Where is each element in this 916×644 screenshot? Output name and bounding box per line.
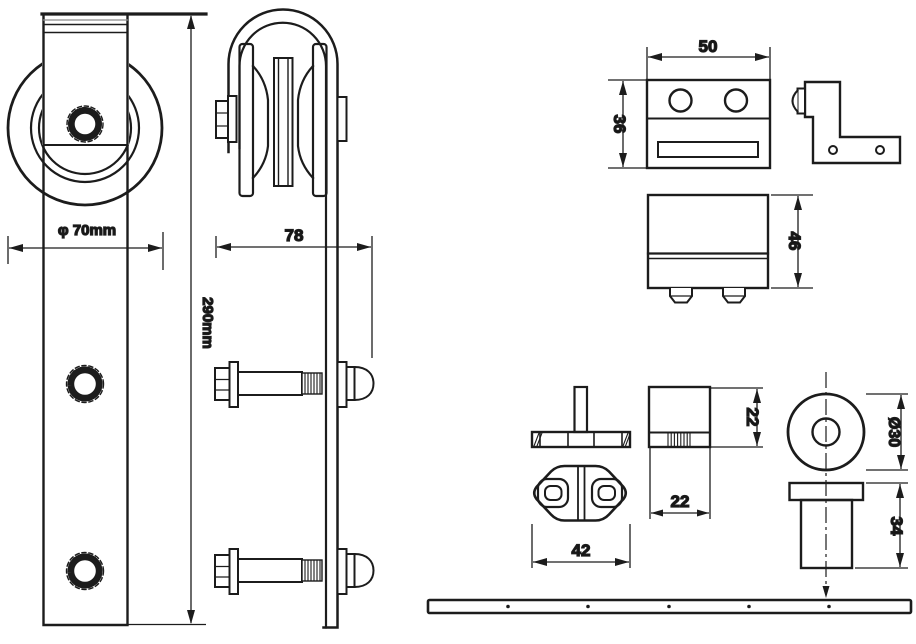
roller-hanger-front-view	[6, 12, 208, 627]
axle-hub	[65, 104, 105, 144]
dim-bracket-width: 50	[646, 36, 771, 80]
guide-block-view	[647, 385, 712, 449]
dim-label-spacer-height: 46	[785, 232, 804, 251]
roller-hanger-side-view	[214, 8, 375, 629]
dim-stopper-height: 34	[855, 482, 908, 569]
stopper-centerline	[822, 372, 830, 598]
track-rail-view	[426, 598, 913, 615]
dim-bracket-height: 36	[608, 79, 647, 169]
dim-label-bracket-height: 36	[610, 115, 629, 134]
dim-floor-guide-width: 42	[531, 524, 631, 568]
dim-stopper-diameter: Ø30	[866, 393, 908, 471]
floor-guide-top-view	[532, 464, 628, 522]
wheel-profile	[238, 42, 328, 198]
dim-guide-block-height: 22	[710, 387, 763, 448]
dim-label-hanger-depth: 78	[285, 226, 304, 245]
mounting-bolt	[214, 361, 375, 408]
dim-hanger-depth: 78	[215, 225, 373, 358]
l-bracket-view	[791, 80, 902, 165]
l-bracket-stud	[791, 87, 806, 115]
spacer-block-view	[646, 193, 770, 304]
mounting-bracket-view	[645, 78, 772, 170]
axle-bolt	[215, 95, 348, 143]
bolt-hole-lower	[65, 551, 105, 591]
dim-spacer-height: 46	[771, 194, 813, 289]
dim-guide-block-width: 22	[649, 447, 711, 519]
dim-label-wheel-diameter: φ 70mm	[58, 222, 116, 239]
dim-label-bracket-width: 50	[699, 37, 718, 56]
dim-label-stopper-height: 34	[887, 517, 906, 536]
dim-label-hanger-height: 290mm	[199, 297, 216, 349]
dim-label-stopper-diameter: Ø30	[885, 417, 902, 447]
floor-guide-side-view	[530, 385, 632, 449]
dim-wheel-diameter: φ 70mm	[7, 221, 164, 270]
dim-label-guide-block-width: 22	[671, 492, 690, 511]
dim-label-floor-guide-width: 42	[572, 541, 591, 560]
bolt-hole-upper	[65, 364, 105, 404]
dim-hanger-height: 290mm	[127, 15, 217, 626]
dim-label-guide-block-height: 22	[743, 408, 762, 427]
